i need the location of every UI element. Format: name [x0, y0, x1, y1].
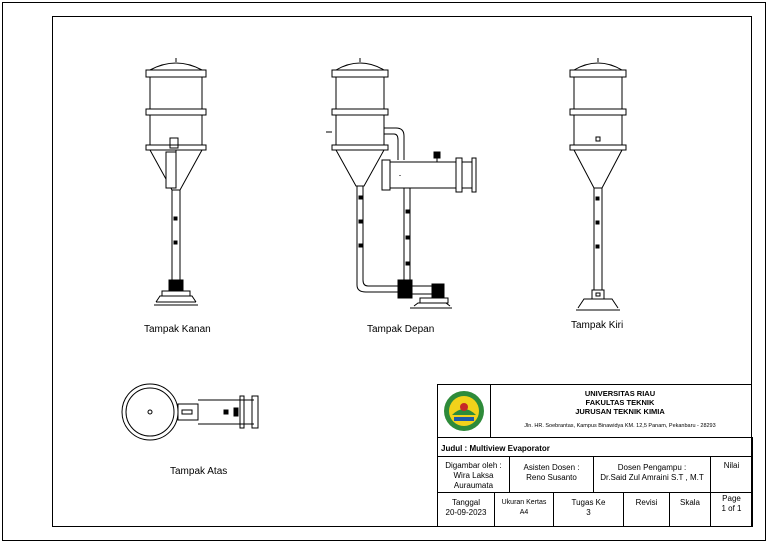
- top-view-drawing: [121, 383, 259, 441]
- page-cell: Page 1 of 1: [710, 492, 753, 527]
- front-view-label: Tampak Depan: [367, 324, 435, 335]
- revision-label: Revisi: [635, 498, 658, 507]
- scale-label: Skala: [679, 498, 700, 507]
- assignment-cell: Tugas Ke 3: [553, 492, 624, 527]
- drawing-title: Judul : Multiview Evaporator: [437, 437, 753, 457]
- assignment-label: Tugas Ke: [571, 498, 606, 507]
- assistant-label: Asisten Dosen :: [523, 463, 580, 472]
- paper-size-value: A4: [519, 509, 529, 516]
- university-name: UNIVERSITAS RIAU: [584, 389, 656, 398]
- department-name: JURUSAN TEKNIK KIMIA: [575, 407, 665, 416]
- left-view-drawing: [569, 58, 627, 311]
- grade-cell: Nilai: [710, 456, 753, 493]
- lecturer-name: Dr.Said Zul Amraini S.T , M.T: [600, 473, 704, 482]
- date-cell: Tanggal 20-09-2023: [437, 492, 495, 527]
- date-value: 20-09-2023: [445, 508, 487, 517]
- date-label: Tanggal: [451, 498, 481, 507]
- assignment-value: 3: [586, 508, 591, 517]
- lecturer-label: Dosen Pengampu :: [617, 463, 687, 472]
- drawn-by-cell: Digambar oleh : Wira Laksa Auraumata: [437, 456, 510, 493]
- grade-label: Nilai: [723, 461, 740, 470]
- title-block: UNIVERSITAS RIAU FAKULTAS TEKNIK JURUSAN…: [437, 384, 753, 527]
- institution-address: Jln. HR. Soebrantas, Kampus Binawidya KM…: [524, 423, 716, 429]
- paper-size-label: Ukuran Kertas: [501, 499, 547, 506]
- top-view-label: Tampak Atas: [170, 466, 228, 477]
- drawn-by-name-line1: Wira Laksa: [453, 471, 494, 480]
- right-view-drawing: [145, 58, 207, 306]
- logo-cell: [437, 384, 491, 438]
- paper-size-cell: Ukuran Kertas A4: [494, 492, 554, 527]
- institution-header: UNIVERSITAS RIAU FAKULTAS TEKNIK JURUSAN…: [490, 389, 750, 416]
- assistant-name: Reno Susanto: [526, 473, 577, 482]
- assistant-cell: Asisten Dosen : Reno Susanto: [509, 456, 594, 493]
- right-view-label: Tampak Kanan: [144, 324, 211, 335]
- page-label: Page: [722, 494, 741, 503]
- faculty-name: FAKULTAS TEKNIK: [585, 398, 655, 407]
- revision-cell: Revisi: [623, 492, 670, 527]
- scale-cell: Skala: [669, 492, 711, 527]
- front-view-drawing: [326, 58, 477, 309]
- drawn-by-name-line2: Auraumata: [453, 481, 494, 490]
- inner-border: [52, 16, 752, 527]
- left-view-label: Tampak Kiri: [571, 320, 624, 331]
- lecturer-cell: Dosen Pengampu : Dr.Said Zul Amraini S.T…: [593, 456, 711, 493]
- drawn-by-label: Digambar oleh :: [445, 461, 502, 470]
- university-logo-icon: [444, 391, 484, 431]
- page-value: 1 of 1: [721, 504, 742, 513]
